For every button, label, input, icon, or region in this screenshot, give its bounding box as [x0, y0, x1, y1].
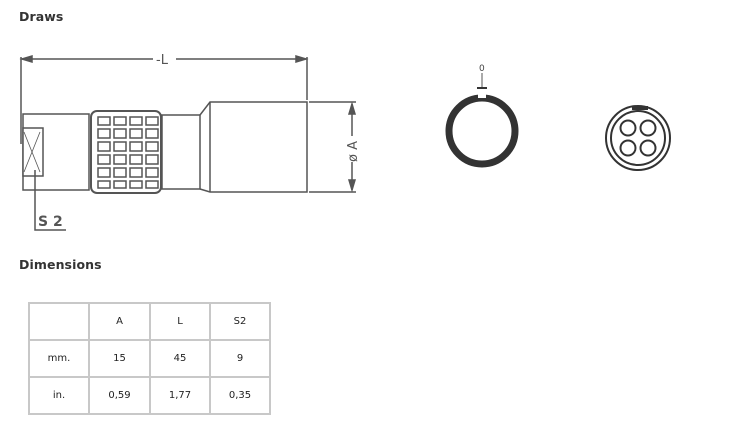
unit-cell: in. — [28, 376, 90, 415]
unit-cell: mm. — [28, 339, 90, 378]
length-label: -L — [156, 53, 169, 68]
dimensions-table: A L S2 mm. 15 45 9 in. 0,59 1,77 0,35 — [28, 302, 271, 415]
table-header-row: A L S2 — [28, 302, 271, 341]
table-header-cell: L — [149, 302, 211, 341]
diameter-label: ø A — [346, 141, 361, 162]
value-cell: 0,35 — [209, 376, 271, 415]
connector-front-key-view: 0 — [445, 64, 519, 168]
table-header-cell: S2 — [209, 302, 271, 341]
table-row: mm. 15 45 9 — [28, 339, 271, 378]
value-cell: 1,77 — [149, 376, 211, 415]
connector-pin-layout-view — [605, 105, 671, 171]
value-cell: 15 — [88, 339, 151, 378]
s2-label: S 2 — [38, 214, 63, 230]
value-cell: 45 — [149, 339, 211, 378]
key-label: 0 — [479, 64, 485, 74]
value-cell: 9 — [209, 339, 271, 378]
table-header-cell — [28, 302, 90, 341]
table-row: in. 0,59 1,77 0,35 — [28, 376, 271, 415]
connector-side-view-drawing: -L ø A S 2 — [19, 53, 361, 231]
table-header-cell: A — [88, 302, 151, 341]
value-cell: 0,59 — [88, 376, 151, 415]
draws-heading: Draws — [19, 9, 64, 24]
dimensions-heading: Dimensions — [19, 257, 102, 272]
